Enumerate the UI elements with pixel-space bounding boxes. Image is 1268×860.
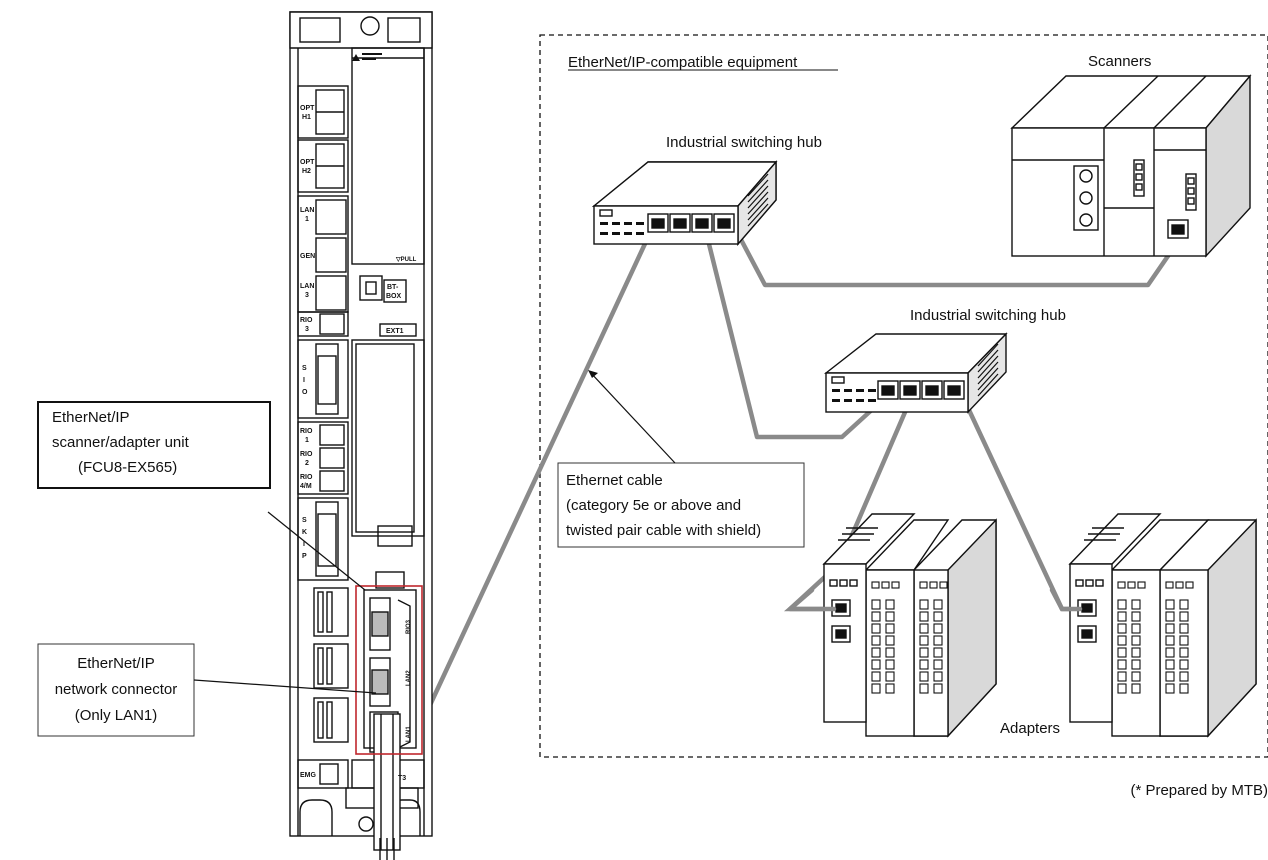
port-label-sio-i: I: [303, 377, 305, 384]
adapter-group-2-io-leds: [1117, 581, 1194, 589]
port-label-rio3-2: 3: [305, 326, 309, 333]
cable-end-adapter1: [783, 587, 837, 612]
cable-hub1-scanner: [734, 229, 1182, 288]
adapter-group-1-io-terminals: [871, 599, 943, 694]
adapters-label: Adapters: [1000, 720, 1060, 737]
callout-connector-box: [37, 643, 195, 737]
port-label-skip-i: I: [303, 541, 305, 548]
port-label-rio2-2: 2: [305, 460, 309, 467]
port-label-rio4m-2: 4/M: [300, 483, 312, 490]
equipment-frame: [539, 34, 1268, 758]
port-label-lan1: LAN: [300, 207, 314, 214]
switching-hub-2: [823, 332, 1008, 414]
brand-logo: [352, 53, 382, 61]
callout-connector-line1: EtherNet/IP: [77, 655, 155, 672]
callout-connector-leader: [193, 679, 377, 694]
prepared-note: (* Prepared by MTB): [1130, 782, 1268, 799]
cable-hub1-hub2: [703, 229, 890, 440]
port-label-emg: EMG: [300, 772, 317, 779]
slot-mark-rio3: RIO3: [406, 619, 412, 634]
port-label-skip-p: P: [302, 553, 307, 560]
bt-box-label-2: BOX: [386, 293, 402, 300]
port-label-sio-s: S: [302, 365, 307, 372]
ext1-label: EXT1: [386, 328, 404, 335]
port-label-lan3-2: 3: [305, 292, 309, 299]
callout-cable-leader: [589, 371, 676, 464]
callout-cable-arrowhead: [588, 370, 598, 378]
port-label-skip-s: S: [302, 517, 307, 524]
port-label-opt1: OPT: [300, 105, 315, 112]
port-label-opt2: OPT: [300, 159, 315, 166]
slot-mark-lan1: LAN1: [406, 726, 412, 742]
callout-connector-line2: network connector: [55, 681, 178, 698]
cable-end-adapter2: [1049, 587, 1083, 612]
adapter-group-2: [1068, 513, 1257, 738]
bt-box-label-1: BT-: [387, 284, 399, 291]
port-label-rio3: RIO: [300, 317, 313, 324]
ethernet-cable-main: [421, 230, 653, 721]
switching-hub-1: [592, 160, 778, 246]
port-label-lan3: LAN: [300, 283, 314, 290]
adapter-group-1: [822, 513, 997, 738]
port-label-rio1: RIO: [300, 428, 313, 435]
frame-title: EtherNet/IP-compatible equipment: [568, 54, 798, 71]
port-label-opt1-2: H1: [302, 114, 311, 121]
callout-cable-line2: (category 5e or above and: [566, 497, 741, 514]
port-label-rio2: RIO: [300, 451, 313, 458]
callout-connector-line3: (Only LAN1): [75, 707, 158, 724]
callout-cable-line1: Ethernet cable: [566, 472, 663, 489]
scanner-rack: [1010, 74, 1252, 258]
port-label-opt2-2: H2: [302, 168, 311, 175]
callout-unit-leader: [267, 511, 366, 591]
scanners-label: Scanners: [1088, 53, 1151, 70]
hub1-label: Industrial switching hub: [666, 134, 822, 151]
svg-text:▽PULL: ▽PULL: [395, 257, 417, 263]
callout-cable-line3: twisted pair cable with shield): [566, 522, 761, 539]
callout-unit-line2: scanner/adapter unit: [52, 434, 190, 451]
port-label-rio4m: RIO: [300, 474, 313, 481]
port-label-lan1-2: 1: [305, 216, 309, 223]
port-label-rio1-2: 1: [305, 437, 309, 444]
callout-unit-line1: EtherNet/IP: [52, 409, 130, 426]
slot-mark-lan2: LAN2: [406, 670, 412, 686]
callout-unit-line3: (FCU8-EX565): [78, 459, 177, 476]
cnc-controller: ▽PULL: [289, 11, 433, 860]
bottom-mark: T3: [398, 775, 406, 782]
hub2-label: Industrial switching hub: [910, 307, 1066, 324]
callout-cable-box: [557, 462, 805, 548]
controller-port-labels: OPT H1 OPT H2 LAN 1 GEN LAN 3 RIO 3 S I …: [300, 105, 412, 782]
port-label-sio-o: O: [302, 389, 308, 396]
adapter-group-2-io-terminals: [1117, 599, 1189, 694]
port-label-gen: GEN: [300, 253, 315, 260]
adapter-group-1-io-leds: [871, 581, 948, 589]
unit-highlight: [355, 585, 423, 755]
port-label-skip-k: K: [302, 529, 307, 536]
callout-unit-box: [37, 401, 271, 489]
